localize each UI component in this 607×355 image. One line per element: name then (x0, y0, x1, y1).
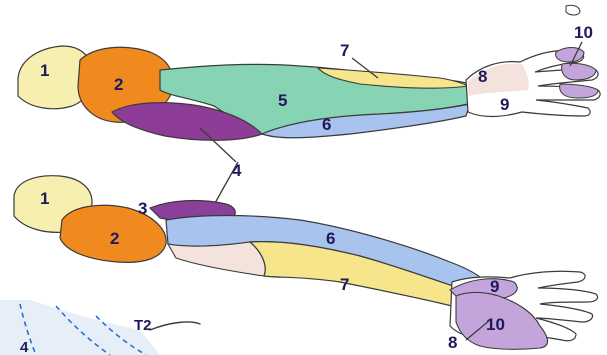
top-label-5: 5 (278, 91, 287, 110)
top-zone-10-c (560, 84, 598, 98)
top-label-7: 7 (340, 41, 349, 60)
bottom-label-1: 1 (40, 189, 49, 208)
top-zone-10-b (562, 63, 596, 80)
top-label-6: 6 (322, 115, 331, 134)
bottom-label-9: 9 (490, 277, 499, 296)
bottom-zone-8-upper (168, 242, 265, 276)
top-zone-10-a (556, 48, 584, 63)
bottom-label-2: 2 (110, 229, 119, 248)
top-label-10: 10 (574, 23, 593, 42)
top-label-2: 2 (114, 75, 123, 94)
top-arm (18, 5, 600, 140)
torso-label-4: 4 (20, 339, 29, 355)
bottom-label-3: 3 (138, 199, 147, 218)
bottom-label-8: 8 (448, 333, 457, 352)
torso-contour (150, 322, 200, 330)
bottom-label-6: 6 (326, 229, 335, 248)
top-label-1: 1 (40, 61, 49, 80)
bottom-label-7: 7 (340, 275, 349, 294)
torso-fragment (0, 300, 200, 355)
bottom-label-10: 10 (486, 315, 505, 334)
top-label-9: 9 (500, 95, 509, 114)
torso-label-t2: T2 (134, 317, 152, 334)
top-partial-finger (566, 5, 580, 15)
top-label-8: 8 (478, 67, 487, 86)
